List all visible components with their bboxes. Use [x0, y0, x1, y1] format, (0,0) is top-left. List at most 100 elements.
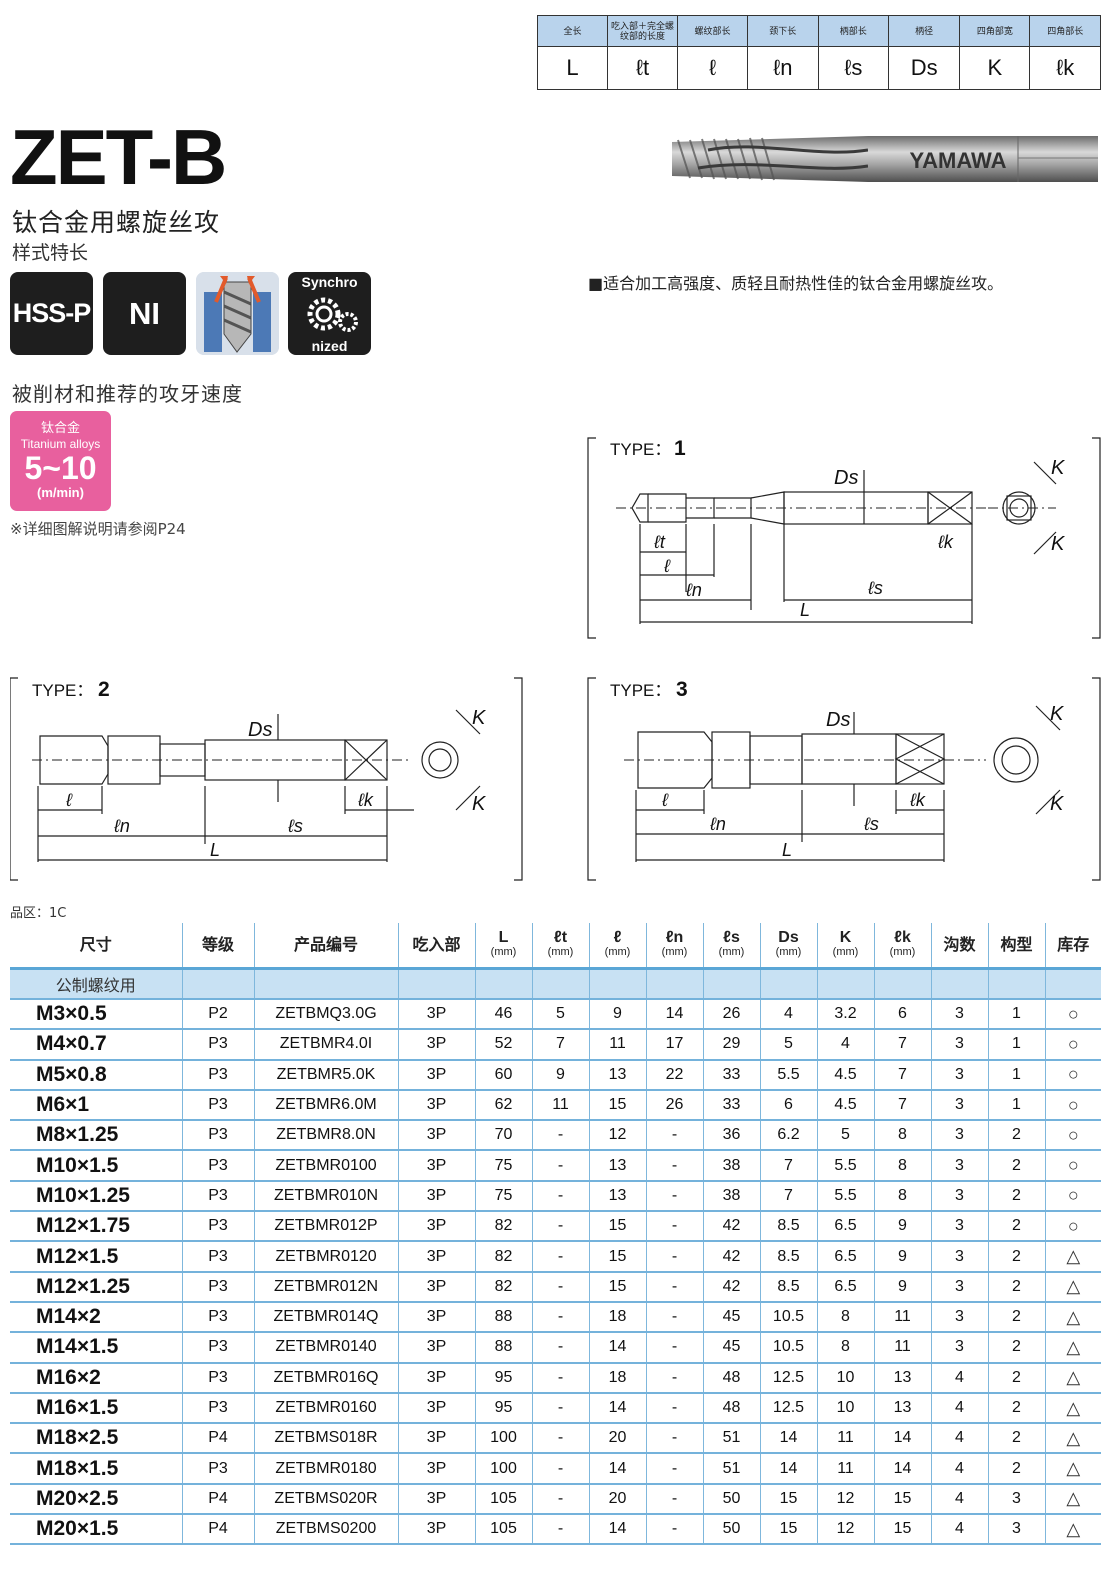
label-l: ℓ [661, 790, 669, 810]
legend-header: 吃入部＋完全螺纹部的长度 [606, 15, 679, 47]
label-L: L [800, 600, 810, 620]
table-cell: - [532, 1301, 590, 1334]
legend-symbol: ℓn [746, 46, 819, 90]
size-cell: M12×1.75 [10, 1211, 183, 1243]
material-heading: 被削材和推荐的攻牙速度 [12, 382, 243, 406]
table-cell: P3 [182, 1332, 255, 1364]
type3-number: 3 [676, 678, 688, 701]
table-cell: 1 [988, 1059, 1046, 1091]
table-cell: P4 [182, 1423, 255, 1455]
table-cell: 4 [931, 1483, 989, 1516]
table-cell: 8 [817, 1332, 875, 1364]
table-cell: 3 [931, 1180, 989, 1213]
table-cell: - [646, 1301, 704, 1334]
table-cell: 95 [475, 1362, 533, 1394]
table-cell: 51 [703, 1423, 761, 1455]
table-cell: 15 [760, 1514, 818, 1546]
label-ds: Ds [826, 709, 850, 731]
column-header: 等级 [182, 923, 255, 970]
table-cell: 3P [398, 1150, 476, 1182]
column-header: 构型 [988, 923, 1046, 970]
size-cell: M4×0.7 [10, 1029, 183, 1061]
titanium-speed-box: 钛合金 Titanium alloys 5~10 (m/min) [10, 411, 111, 511]
table-cell: 3 [988, 1514, 1046, 1546]
legend-symbol: ℓs [817, 46, 890, 90]
table-cell: 3P [398, 1332, 476, 1364]
table-cell: 75 [475, 1150, 533, 1182]
table-cell: 14 [646, 999, 704, 1031]
table-cell: 3 [931, 1120, 989, 1152]
table-cell: 3 [931, 1241, 989, 1273]
column-header-label: 吃入部 [412, 936, 461, 954]
size-cell: M14×1.5 [10, 1332, 183, 1364]
table-cell: 3P [398, 1423, 476, 1455]
column-header-unit: (mm) [889, 946, 916, 958]
size-cell: M10×1.25 [10, 1180, 183, 1213]
table-cell: 3P [398, 1483, 476, 1516]
stock-cell: ○ [1045, 1150, 1101, 1182]
column-header-label: K [839, 929, 852, 946]
table-cell: 14 [760, 1453, 818, 1485]
size-cell: M12×1.5 [10, 1241, 183, 1273]
column-header-unit: (mm) [604, 946, 631, 958]
table-cell: - [532, 1483, 590, 1516]
column-header-unit: (mm) [490, 946, 517, 958]
table-cell: 15 [589, 1271, 647, 1303]
table-cell: 52 [475, 1029, 533, 1061]
table-cell: 4.5 [817, 1059, 875, 1091]
label-l: ℓ [663, 556, 671, 576]
table-cell: 45 [703, 1301, 761, 1334]
type2-prefix: TYPE： [32, 681, 93, 700]
table-cell: 6.5 [817, 1271, 875, 1303]
table-cell: 51 [703, 1453, 761, 1485]
table-cell: 5 [532, 999, 590, 1031]
table-cell: 33 [703, 1089, 761, 1122]
column-header-unit: (mm) [547, 946, 574, 958]
table-cell: 3P [398, 1059, 476, 1091]
table-cell: 50 [703, 1514, 761, 1546]
table-cell: 20 [589, 1423, 647, 1455]
table-cell: 29 [703, 1029, 761, 1061]
size-cell: M3×0.5 [10, 999, 183, 1031]
table-cell: ZETBMQ3.0G [254, 999, 399, 1031]
table-cell: 75 [475, 1180, 533, 1213]
label-ln: ℓn [113, 816, 130, 836]
table-cell: 11 [874, 1332, 932, 1364]
table-cell: 3P [398, 1362, 476, 1394]
material-name-cn: 钛合金 [40, 421, 80, 436]
legend-symbol: L [537, 46, 608, 90]
table-cell: 3 [931, 1059, 989, 1091]
size-cell: M18×2.5 [10, 1423, 183, 1455]
table-cell: 6.5 [817, 1211, 875, 1243]
speed-unit: (m/min) [37, 485, 84, 500]
synchronized-badge: Synchro nized [288, 272, 371, 355]
table-cell: 9 [532, 1059, 590, 1091]
table-cell: - [646, 1392, 704, 1425]
type1-number: 1 [674, 437, 686, 460]
table-cell: 7 [760, 1150, 818, 1182]
table-cell: 15 [589, 1211, 647, 1243]
label-ds: Ds [248, 719, 272, 741]
table-cell: - [646, 1211, 704, 1243]
column-header: ℓ(mm) [589, 923, 647, 970]
label-k-top: K [472, 707, 487, 729]
stock-cell: △ [1045, 1362, 1101, 1394]
table-cell: - [646, 1362, 704, 1394]
stock-cell: ○ [1045, 1029, 1101, 1061]
column-header-label: ℓ [613, 929, 622, 946]
size-cell: M16×2 [10, 1362, 183, 1394]
table-cell: 14 [589, 1453, 647, 1485]
table-cell: 2 [988, 1150, 1046, 1182]
table-cell: 2 [988, 1423, 1046, 1455]
table-cell: P3 [182, 1089, 255, 1122]
table-cell: 22 [646, 1059, 704, 1091]
table-cell: 2 [988, 1271, 1046, 1303]
table-cell: 9 [874, 1241, 932, 1273]
table-cell: 88 [475, 1332, 533, 1364]
